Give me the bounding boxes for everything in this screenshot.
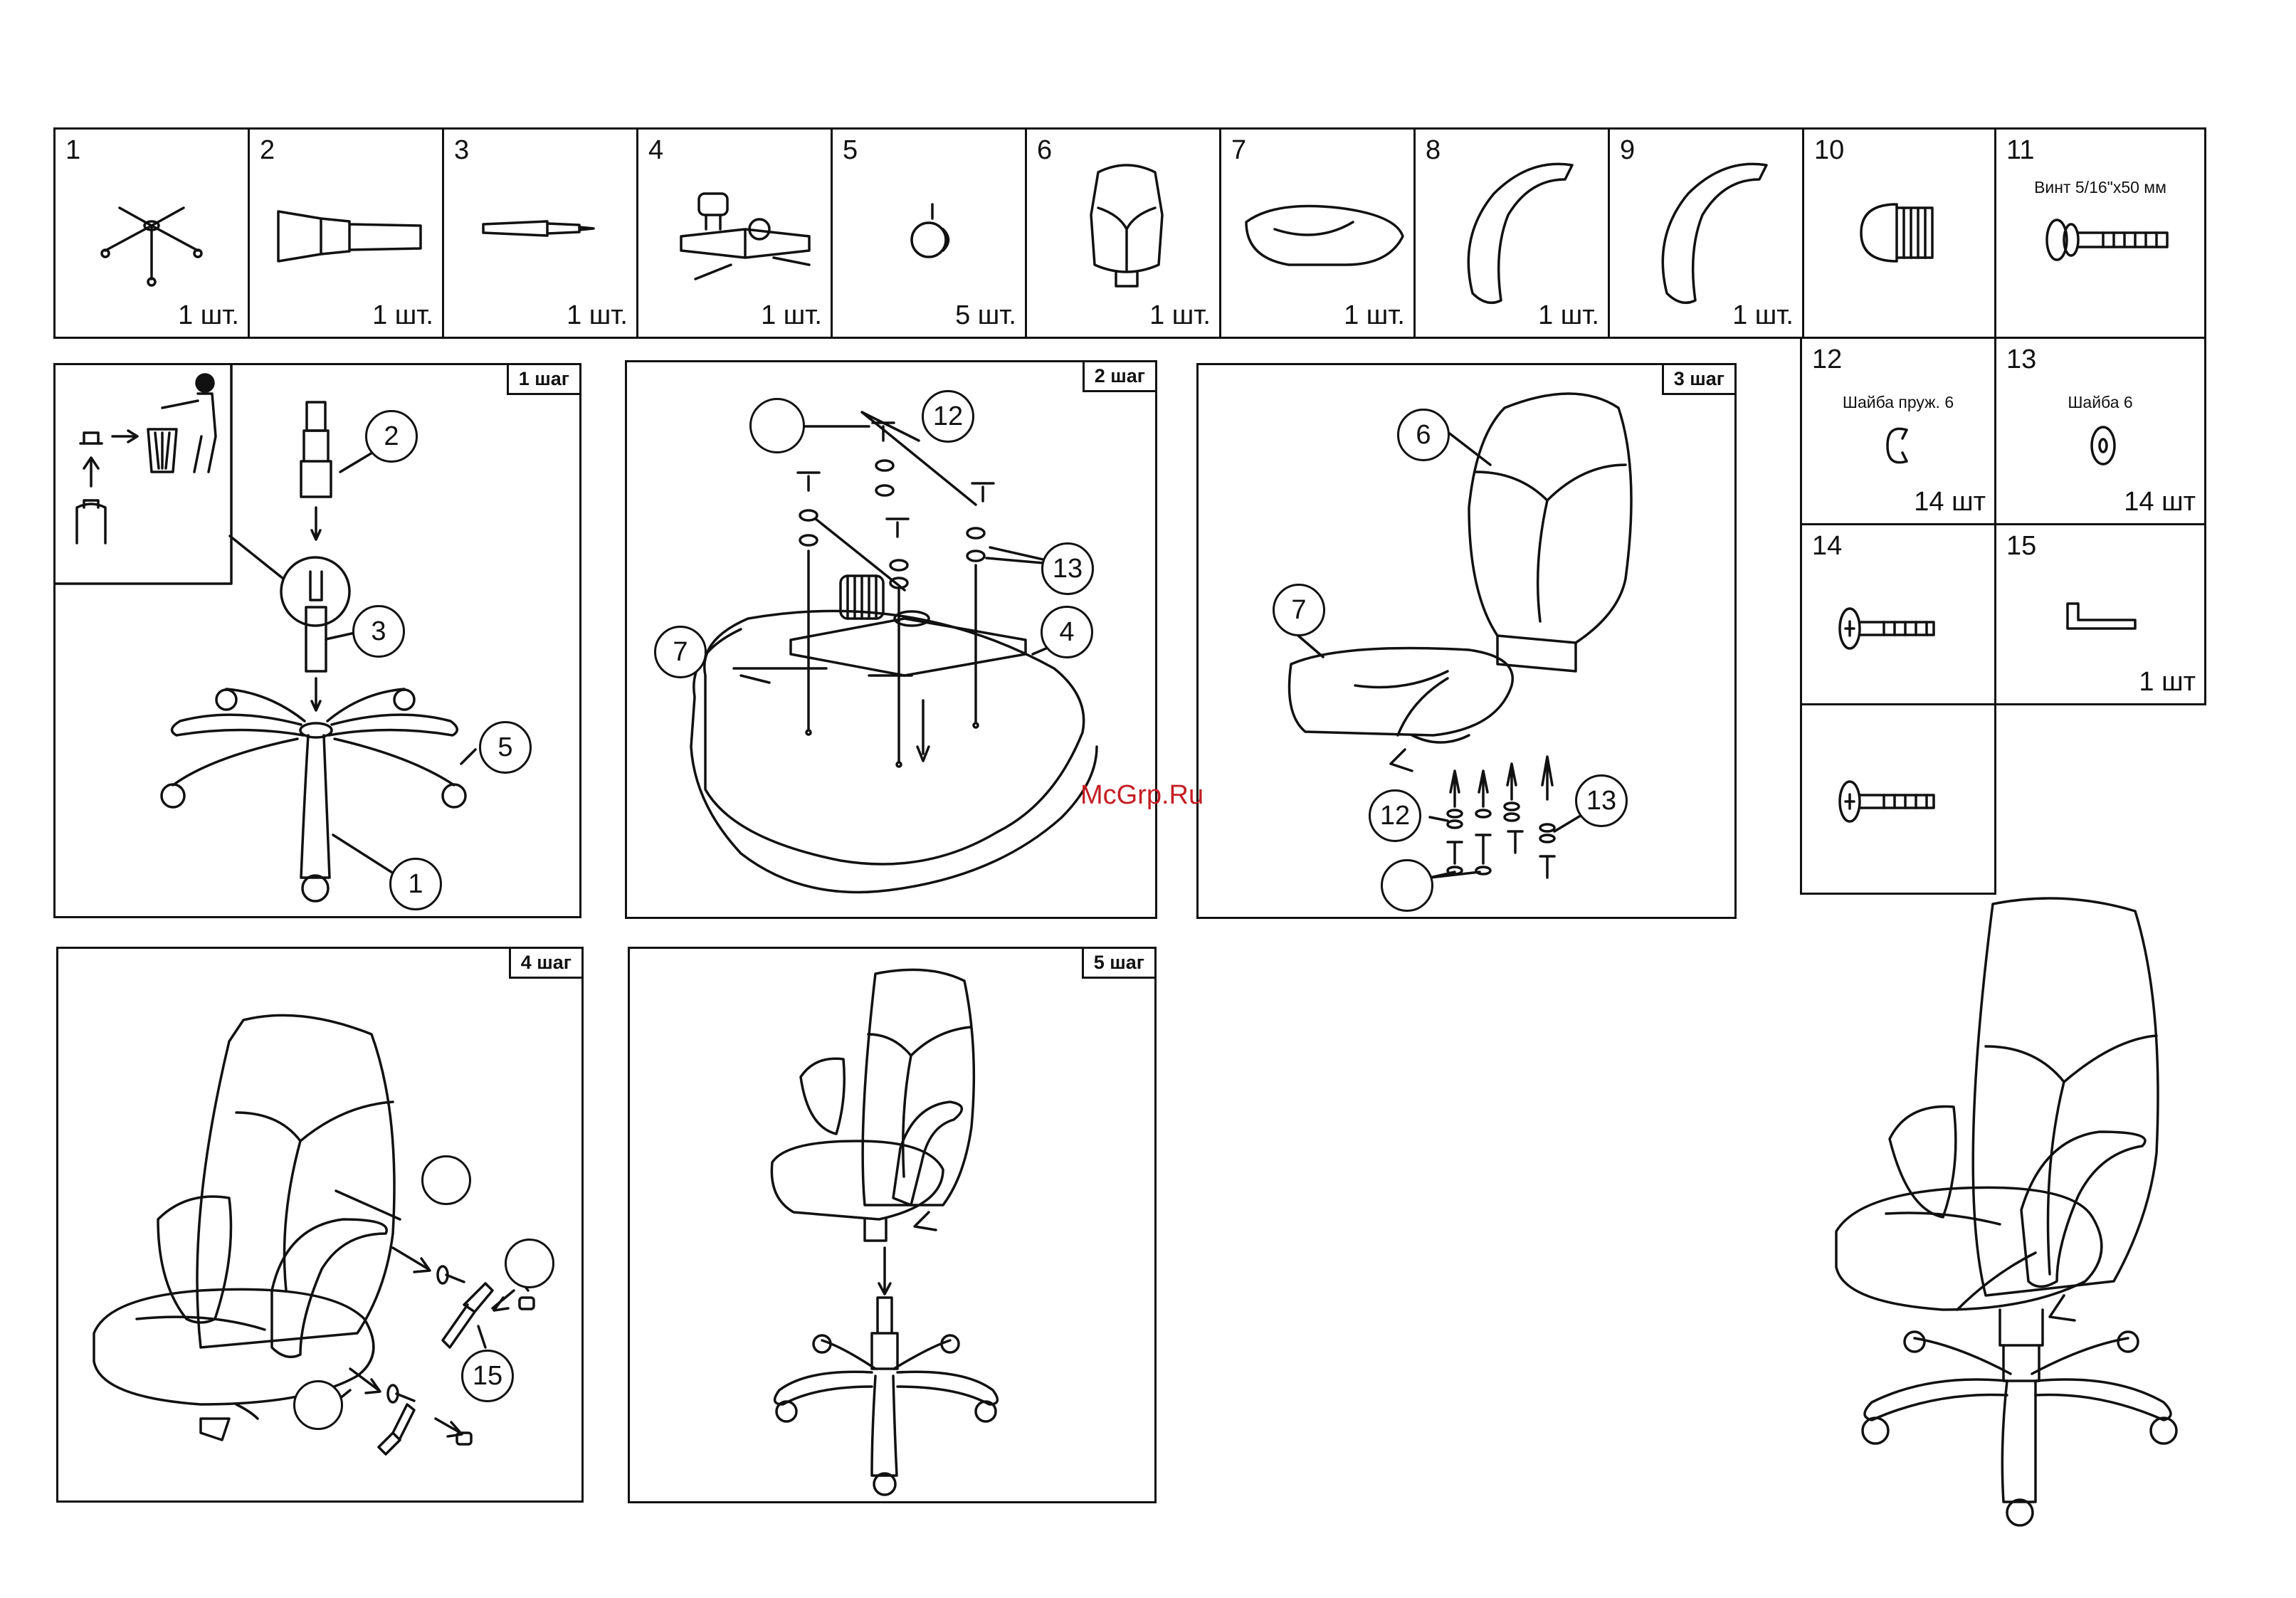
part-cell-3: 3 1 шт. <box>442 127 638 339</box>
part-qty: 14 шт <box>1914 487 1986 517</box>
part-number: 6 <box>1037 135 1052 166</box>
gas-lift-icon <box>480 211 608 247</box>
part-number: 3 <box>454 135 469 166</box>
part-qty: 1 шт. <box>1732 300 1794 331</box>
part-qty: 1 шт <box>2139 667 2196 698</box>
part-cell-10: 10 <box>1802 127 1999 339</box>
callout-blank <box>1381 859 1433 912</box>
part-qty: 14 шт <box>2124 487 2196 517</box>
part-number: 9 <box>1620 135 1635 166</box>
part-number: 13 <box>2006 345 2036 375</box>
part-cell-4: 4 1 шт. <box>636 127 833 339</box>
part-cell-15: 15 1 шт <box>1994 523 2206 705</box>
cap-nut-icon <box>1854 197 1947 268</box>
star-base-icon <box>77 194 226 293</box>
armrest-right-icon <box>1645 151 1781 315</box>
part-cell-13: 13 Шайба 6 14 шт <box>1994 337 2206 525</box>
part-number: 7 <box>1231 135 1246 166</box>
callout-13: 13 <box>1041 542 1094 595</box>
callout-12: 12 <box>922 390 974 443</box>
step-4-panel: 4 шаг 15 <box>56 947 584 1503</box>
screw-icon <box>1834 777 1948 826</box>
part-qty: 1 шт. <box>567 300 628 331</box>
part-cell-7: 7 1 шт. <box>1219 127 1416 339</box>
backrest-icon <box>1077 158 1176 307</box>
part-cell-1: 1 1 шт. <box>53 127 250 339</box>
part-qty: 1 шт. <box>372 300 433 331</box>
step-1-panel: 1 шаг 2 3 5 1 <box>53 363 581 918</box>
part-qty: 1 шт. <box>1538 300 1599 331</box>
callout-blank <box>505 1239 554 1288</box>
part-number: 2 <box>260 135 275 166</box>
part-number: 14 <box>1812 531 1842 562</box>
callout-6: 6 <box>1397 409 1450 461</box>
part-number: 1 <box>65 135 80 166</box>
part-cell-11: 11 Винт 5/16"х50 мм <box>1994 127 2206 339</box>
step-3-panel: 3 шаг 6 7 12 13 <box>1196 363 1737 919</box>
hex-key-icon <box>2057 596 2142 639</box>
seat-icon <box>1232 194 1410 279</box>
callout-12: 12 <box>1369 789 1421 842</box>
gas-lift-cover-icon <box>271 197 435 275</box>
part-qty: 1 шт. <box>761 300 822 331</box>
callout-3: 3 <box>352 605 405 658</box>
part-qty: 1 шт. <box>1149 300 1211 331</box>
part-number: 11 <box>2006 135 2034 166</box>
long-bolt-icon <box>2039 211 2174 268</box>
watermark: McGrp.Ru <box>1080 780 1204 811</box>
caster-icon <box>904 201 961 265</box>
step-5-panel: 5 шаг <box>628 947 1157 1503</box>
part-cell-12: 12 Шайба пруж. 6 14 шт <box>1800 337 1996 525</box>
callout-blank <box>293 1380 343 1430</box>
part-cell-2: 2 1 шт. <box>248 127 444 339</box>
callout-13: 13 <box>1575 774 1628 827</box>
part-caption: Шайба пруж. 6 <box>1802 393 1994 412</box>
part-number: 8 <box>1426 135 1441 166</box>
part-number: 10 <box>1814 135 1844 166</box>
part-number: 12 <box>1812 345 1842 375</box>
armrest-left-icon <box>1451 151 1586 315</box>
part-cell-9: 9 1 шт. <box>1608 127 1804 339</box>
screw-icon <box>1834 604 1948 653</box>
callout-blank <box>749 398 805 453</box>
part-qty: 1 шт. <box>178 300 239 331</box>
step-2-panel: 2 шаг 12 13 7 4 <box>625 360 1157 919</box>
step-1-drawing <box>56 365 584 920</box>
part-cell-16 <box>1800 703 1996 895</box>
part-qty: 5 шт. <box>955 300 1016 331</box>
flat-washer-icon <box>2082 417 2124 474</box>
part-cell-5: 5 5 шт. <box>831 127 1027 339</box>
callout-15: 15 <box>461 1350 514 1402</box>
part-cell-6: 6 1 шт. <box>1025 127 1221 339</box>
callout-7: 7 <box>654 626 707 678</box>
part-caption: Шайба 6 <box>1996 393 2204 412</box>
spring-washer-icon <box>1877 417 1920 474</box>
part-number: 4 <box>648 135 663 166</box>
step-5-drawing <box>630 949 1159 1505</box>
callout-4: 4 <box>1041 606 1093 658</box>
part-cell-8: 8 1 шт. <box>1413 127 1610 339</box>
part-number: 5 <box>843 135 858 166</box>
step-3-drawing <box>1199 365 1739 921</box>
part-qty: 1 шт. <box>1344 300 1405 331</box>
callout-2: 2 <box>365 410 418 463</box>
callout-5: 5 <box>479 721 532 774</box>
part-number: 15 <box>2006 531 2036 562</box>
callout-7: 7 <box>1273 584 1325 636</box>
part-cell-14: 14 <box>1800 523 1996 705</box>
tilt-mechanism-icon <box>667 186 823 293</box>
callout-1: 1 <box>389 858 442 910</box>
part-caption: Винт 5/16"х50 мм <box>1996 178 2204 197</box>
callout-blank <box>421 1155 471 1205</box>
assembled-chair-drawing <box>1829 883 2199 1566</box>
